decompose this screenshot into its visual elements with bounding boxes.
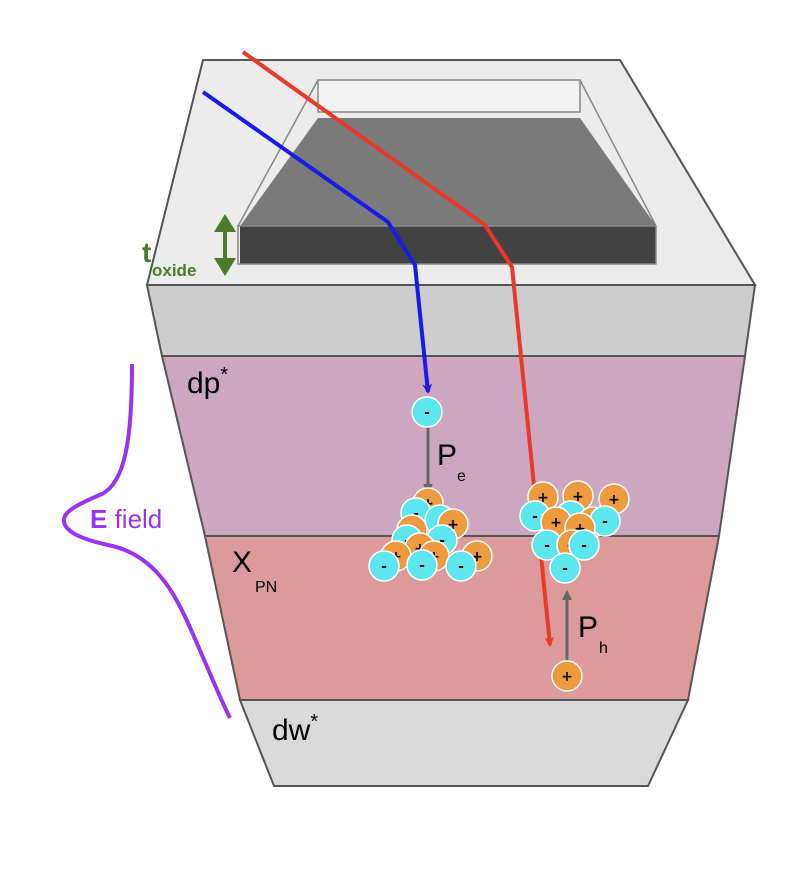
hole-symbol: + xyxy=(561,669,573,685)
e-field-label-rest: field xyxy=(107,504,162,534)
electron-icon: - xyxy=(549,552,581,584)
electron-symbol: - xyxy=(602,514,608,530)
electron-icon: - xyxy=(568,529,600,561)
hole-symbol: + xyxy=(574,521,586,537)
oxide-glass-front xyxy=(237,225,657,265)
dp-label-sup: * xyxy=(220,364,228,386)
electron-symbol: - xyxy=(419,558,425,574)
blue-photon-path xyxy=(201,90,433,394)
dw-label: dw* xyxy=(272,711,318,747)
dw-layer xyxy=(238,699,690,787)
ph-label-main: P xyxy=(578,611,598,644)
hole-symbol: + xyxy=(608,492,620,508)
dp-label: dp* xyxy=(187,364,228,400)
hole-icon: + xyxy=(551,660,583,692)
t-oxide-label-sub: oxide xyxy=(152,261,196,280)
pe-label-main: P xyxy=(437,439,457,472)
electron-symbol: - xyxy=(413,506,419,522)
pe-label-sub: e xyxy=(457,468,466,485)
xpn-label-sub: PN xyxy=(255,579,277,596)
electron-symbol: - xyxy=(424,405,430,421)
ph-label-sub: h xyxy=(599,640,608,657)
electron-symbol: - xyxy=(544,538,550,554)
hole-symbol: + xyxy=(537,490,549,506)
electron-symbol: - xyxy=(532,509,538,525)
oxide-slab xyxy=(240,226,656,264)
oxide-interior xyxy=(240,118,656,226)
e-field-label-bold: E xyxy=(90,504,107,534)
electron-icon: - xyxy=(368,550,400,582)
electron-icon: - xyxy=(411,396,443,428)
top-side-band xyxy=(145,284,757,357)
hole-symbol: + xyxy=(550,515,562,531)
e-field-label: E field xyxy=(90,504,162,534)
hole-symbol: + xyxy=(572,489,584,505)
dp-label-main: dp xyxy=(187,367,220,400)
electron-symbol: - xyxy=(439,533,445,549)
electron-symbol: - xyxy=(581,538,587,554)
e-field-curve xyxy=(61,363,232,719)
electron-icon: - xyxy=(445,550,477,582)
dw-label-main: dw xyxy=(272,714,311,747)
oxide-glass-back xyxy=(317,79,581,113)
hole-symbol: + xyxy=(447,517,459,533)
double-arrow-icon xyxy=(214,214,236,276)
charge-carriers: -+--++--++++---+++--++-+-+--+ xyxy=(368,396,630,692)
electron-symbol: - xyxy=(562,561,568,577)
t-oxide-label-main: t xyxy=(142,237,151,268)
electron-symbol: - xyxy=(458,559,464,575)
hole-symbol: + xyxy=(471,549,483,565)
electron-symbol: - xyxy=(381,559,387,575)
electron-icon: - xyxy=(406,549,438,581)
dw-label-sup: * xyxy=(310,711,318,733)
red-photon-path xyxy=(241,50,555,647)
xpn-label-main: X xyxy=(232,546,252,579)
